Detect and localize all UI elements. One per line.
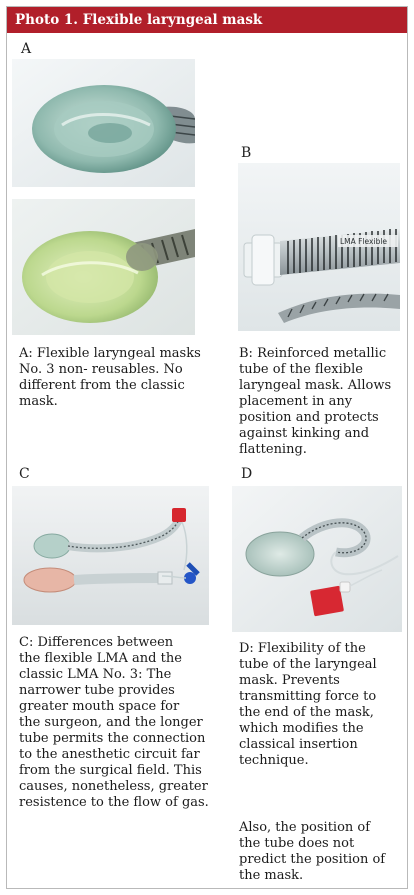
panel-a-label: A	[21, 41, 32, 57]
figure-title: Photo 1. Flexible laryngeal mask	[7, 7, 407, 33]
photo-a-bottom	[12, 199, 195, 335]
photo-c	[12, 486, 209, 625]
photo-a-top	[12, 59, 195, 187]
panel-c-label: C	[19, 466, 30, 482]
caption-d: D: Flexibility of the tube of the laryng…	[239, 641, 377, 768]
caption-b: B: Reinforced metallic tube of the flexi…	[239, 346, 392, 457]
photo-d	[232, 486, 402, 632]
photo-b: LMA Flexible	[238, 163, 400, 331]
caption-a: A: Flexible laryngeal masks No. 3 non- r…	[19, 346, 201, 409]
caption-c: C: Differences between the flexible LMA …	[19, 635, 209, 810]
figure-frame: Photo 1. Flexible laryngeal mask A	[6, 6, 408, 889]
tube-marking-text: LMA Flexible	[340, 237, 387, 246]
panel-b-label: B	[241, 145, 252, 161]
caption-d-continued: Also, the position of the tube does not …	[239, 820, 386, 883]
panel-d-label: D	[241, 466, 253, 482]
